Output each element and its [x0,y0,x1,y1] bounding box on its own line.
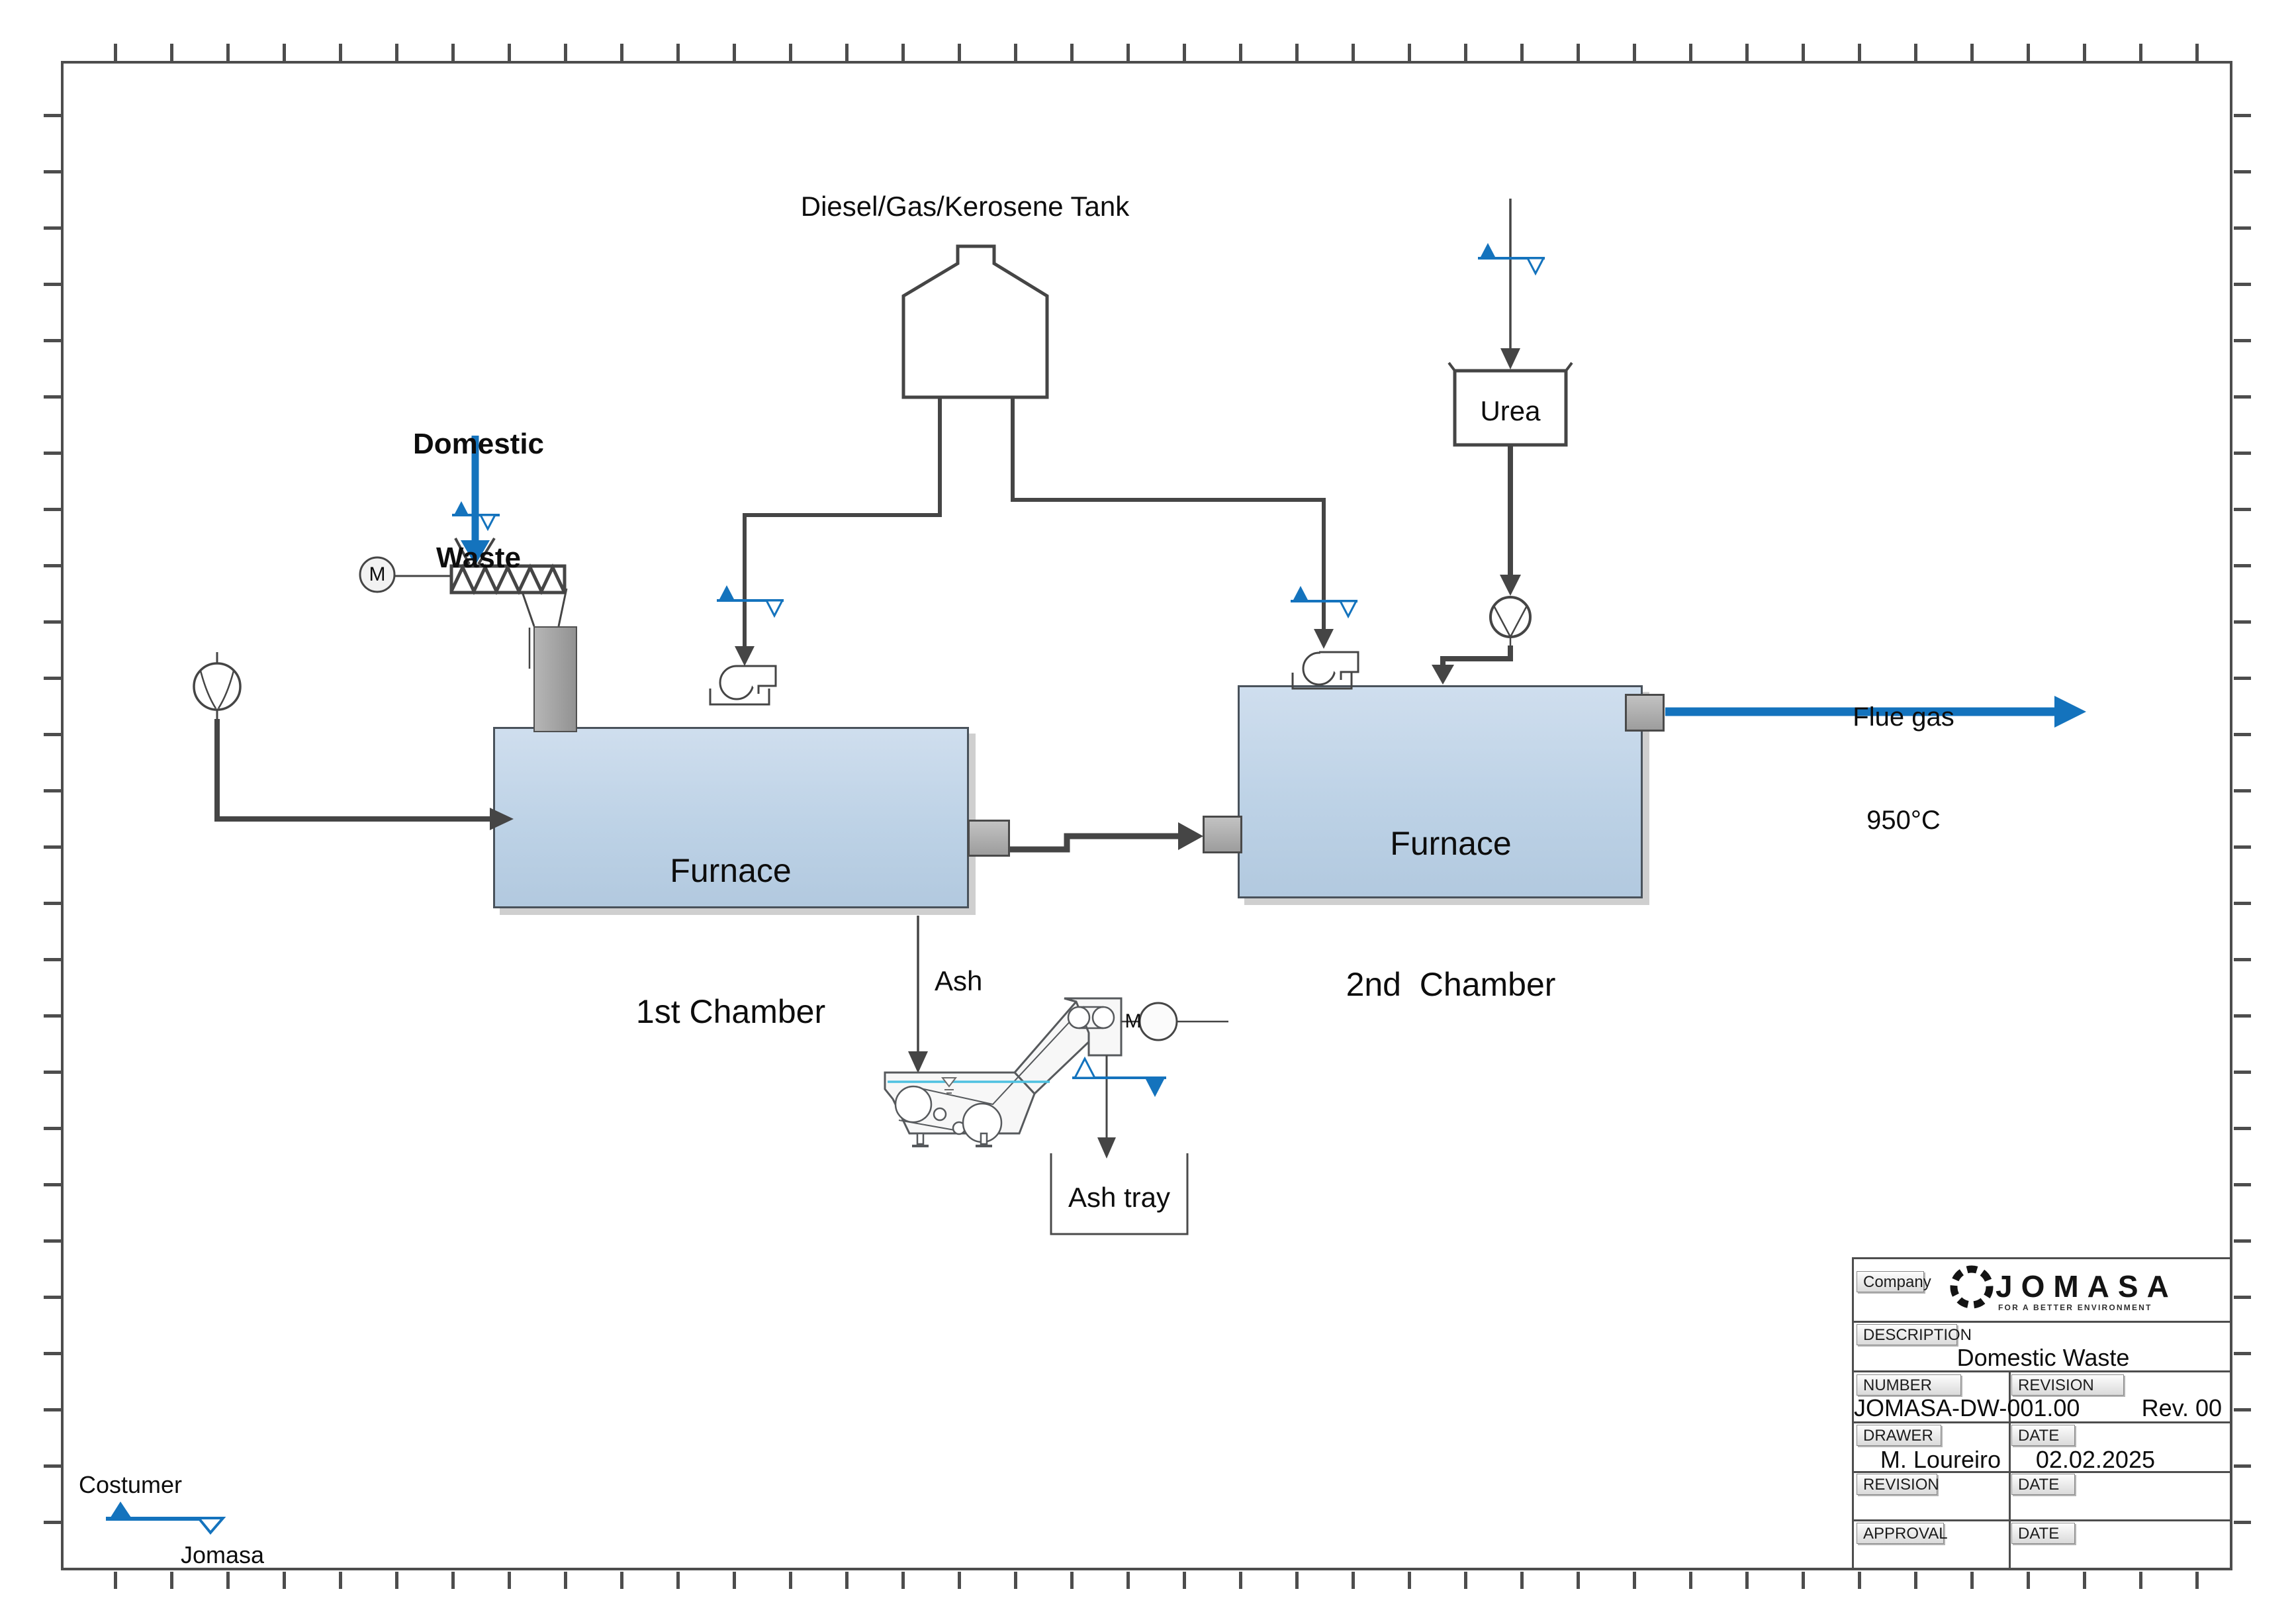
tank-label: Diesel/Gas/Kerosene Tank [800,191,1130,222]
legend-company-label: Jomasa [180,1541,265,1568]
conveyor-motor-label: M [1125,1010,1142,1032]
ash-tray-label: Ash tray [1068,1182,1171,1213]
fuel-line-burner1 [735,397,942,666]
chamber1-outlet-flange [968,820,1010,857]
fuel-tank-symbol [901,244,1049,399]
flue-gas-label: Flue gas 950°C [1853,631,1954,872]
title-block-divider [1854,1321,2232,1323]
jomasa-logo-text: JOMASA [1996,1269,2178,1304]
battery-limit-burner2 [1291,586,1358,619]
date1-value: 02.02.2025 [2035,1446,2155,1473]
furnace2-label: Furnace 2nd Chamber [1346,726,1556,1055]
title-block-divider [2009,1370,2011,1570]
combustion-air-fan-symbol [193,652,242,722]
battery-limit-ash [1072,1056,1166,1097]
furnace1-line2: 1st Chamber [635,993,826,1030]
jomasa-logo-ring [1950,1265,1994,1309]
revision-label: REVISION [2011,1374,2124,1396]
waste-feed-chute-column [533,626,577,732]
title-block-divider [1854,1471,2232,1473]
revision-value: Rev. 00 [2141,1394,2222,1421]
screw-feeder-symbol [359,537,568,669]
furnace2-line2: 2nd Chamber [1346,966,1556,1003]
battery-limit-urea [1478,243,1545,276]
ruler-ticks-left [44,61,61,1570]
jomasa-logo-tagline: FOR A BETTER ENVIRONMENT [1998,1303,2152,1312]
domestic-waste-line2: Waste [436,541,521,574]
date2-label: DATE [2011,1474,2075,1495]
title-block: Company JOMASA FOR A BETTER ENVIRONMENT … [1852,1257,2232,1570]
domestic-waste-line1: Domestic [412,428,545,461]
ash-label: Ash [935,965,983,996]
interchamber-duct-line [1010,822,1203,853]
pump-to-chamber2-line [1432,637,1513,685]
number-value: JOMASA-DW-001.00 [1854,1394,2080,1421]
conveyor-motor-symbol [1121,1002,1228,1041]
ruler-ticks-right [2234,61,2251,1570]
furnace1-label: Furnace 1st Chamber [636,753,825,1082]
chamber2-inlet-flange [1203,816,1242,853]
combustion-air-line [214,719,514,830]
urea-label: Urea [1480,395,1541,426]
domestic-waste-label: Domestic Waste [413,350,544,614]
furnace1-line1: Furnace [670,852,792,889]
date3-label: DATE [2011,1523,2075,1544]
title-block-divider [1854,1421,2232,1423]
ash-conveyor-symbol [884,997,1123,1147]
urea-tank-symbol [1447,361,1573,447]
flue-gas-line2: 950°C [1866,806,1941,835]
number-label: NUMBER [1857,1374,1961,1396]
ruler-ticks-bottom [61,1572,2232,1589]
fuel-line-burner2 [1011,397,1334,649]
title-block-divider [1854,1370,2232,1372]
furnace-2nd-chamber-box [1238,685,1643,898]
ash-tray-symbol [1050,1153,1189,1235]
flue-gas-outlet-flange [1625,694,1665,732]
title-block-divider [1854,1519,2232,1521]
urea-pump-symbol [1489,596,1532,639]
urea-to-pump-line [1500,445,1521,596]
drawer-label: DRAWER [1857,1425,1941,1446]
flue-gas-arrow [1665,696,2086,728]
drawer-value: M. Loureiro [1880,1446,2001,1473]
date1-label: DATE [2011,1425,2075,1446]
flue-gas-line1: Flue gas [1853,702,1954,732]
burner1-symbol [709,665,777,706]
domestic-waste-arrow [452,436,500,565]
burner2-symbol [1291,651,1359,690]
feeder-motor-label: M [369,563,386,585]
company-label: Company [1857,1271,1931,1292]
description-label: DESCRIPTION [1857,1324,1972,1345]
drawing-frame [61,61,2232,1570]
battery-limit-legend [106,1502,226,1535]
ash-drop-line [908,916,928,1073]
ash-discharge-line [1097,1055,1116,1159]
approval-label: APPROVAL [1857,1523,1948,1544]
legend-customer-label: Costumer [78,1471,183,1498]
revision2-label: REVISION [1857,1474,1939,1495]
battery-limit-burner1 [717,585,784,618]
description-value: Domestic Waste [1956,1344,2130,1371]
ruler-ticks-top [61,44,2232,61]
urea-feed-line [1500,199,1520,369]
furnace2-line1: Furnace [1390,825,1512,862]
